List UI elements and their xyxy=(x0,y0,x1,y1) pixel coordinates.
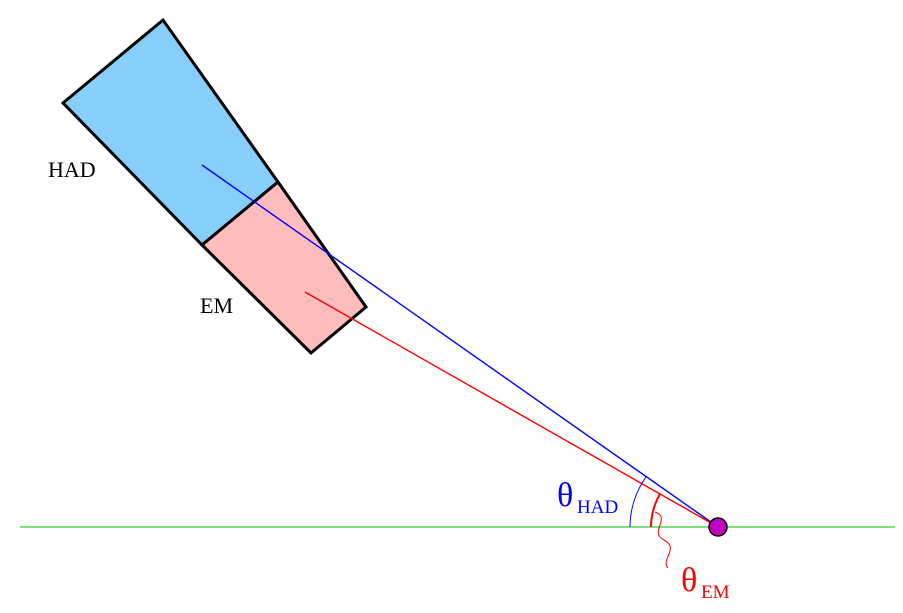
theta-em-subscript: EM xyxy=(701,582,730,603)
em-calorimeter-segment xyxy=(199,179,369,356)
had-region-label: HAD xyxy=(48,157,96,182)
em-region-label: EM xyxy=(200,293,233,318)
interaction-vertex xyxy=(708,517,728,537)
theta-em-symbol: θ xyxy=(681,562,697,599)
had-ray-line xyxy=(201,164,719,528)
theta-had-arc xyxy=(629,476,647,528)
theta-had-symbol: θ xyxy=(557,477,573,514)
em-ray-line xyxy=(304,291,719,528)
theta-em-leader xyxy=(654,511,671,569)
theta-em-arc xyxy=(650,493,661,528)
theta-had-subscript: HAD xyxy=(577,497,618,518)
